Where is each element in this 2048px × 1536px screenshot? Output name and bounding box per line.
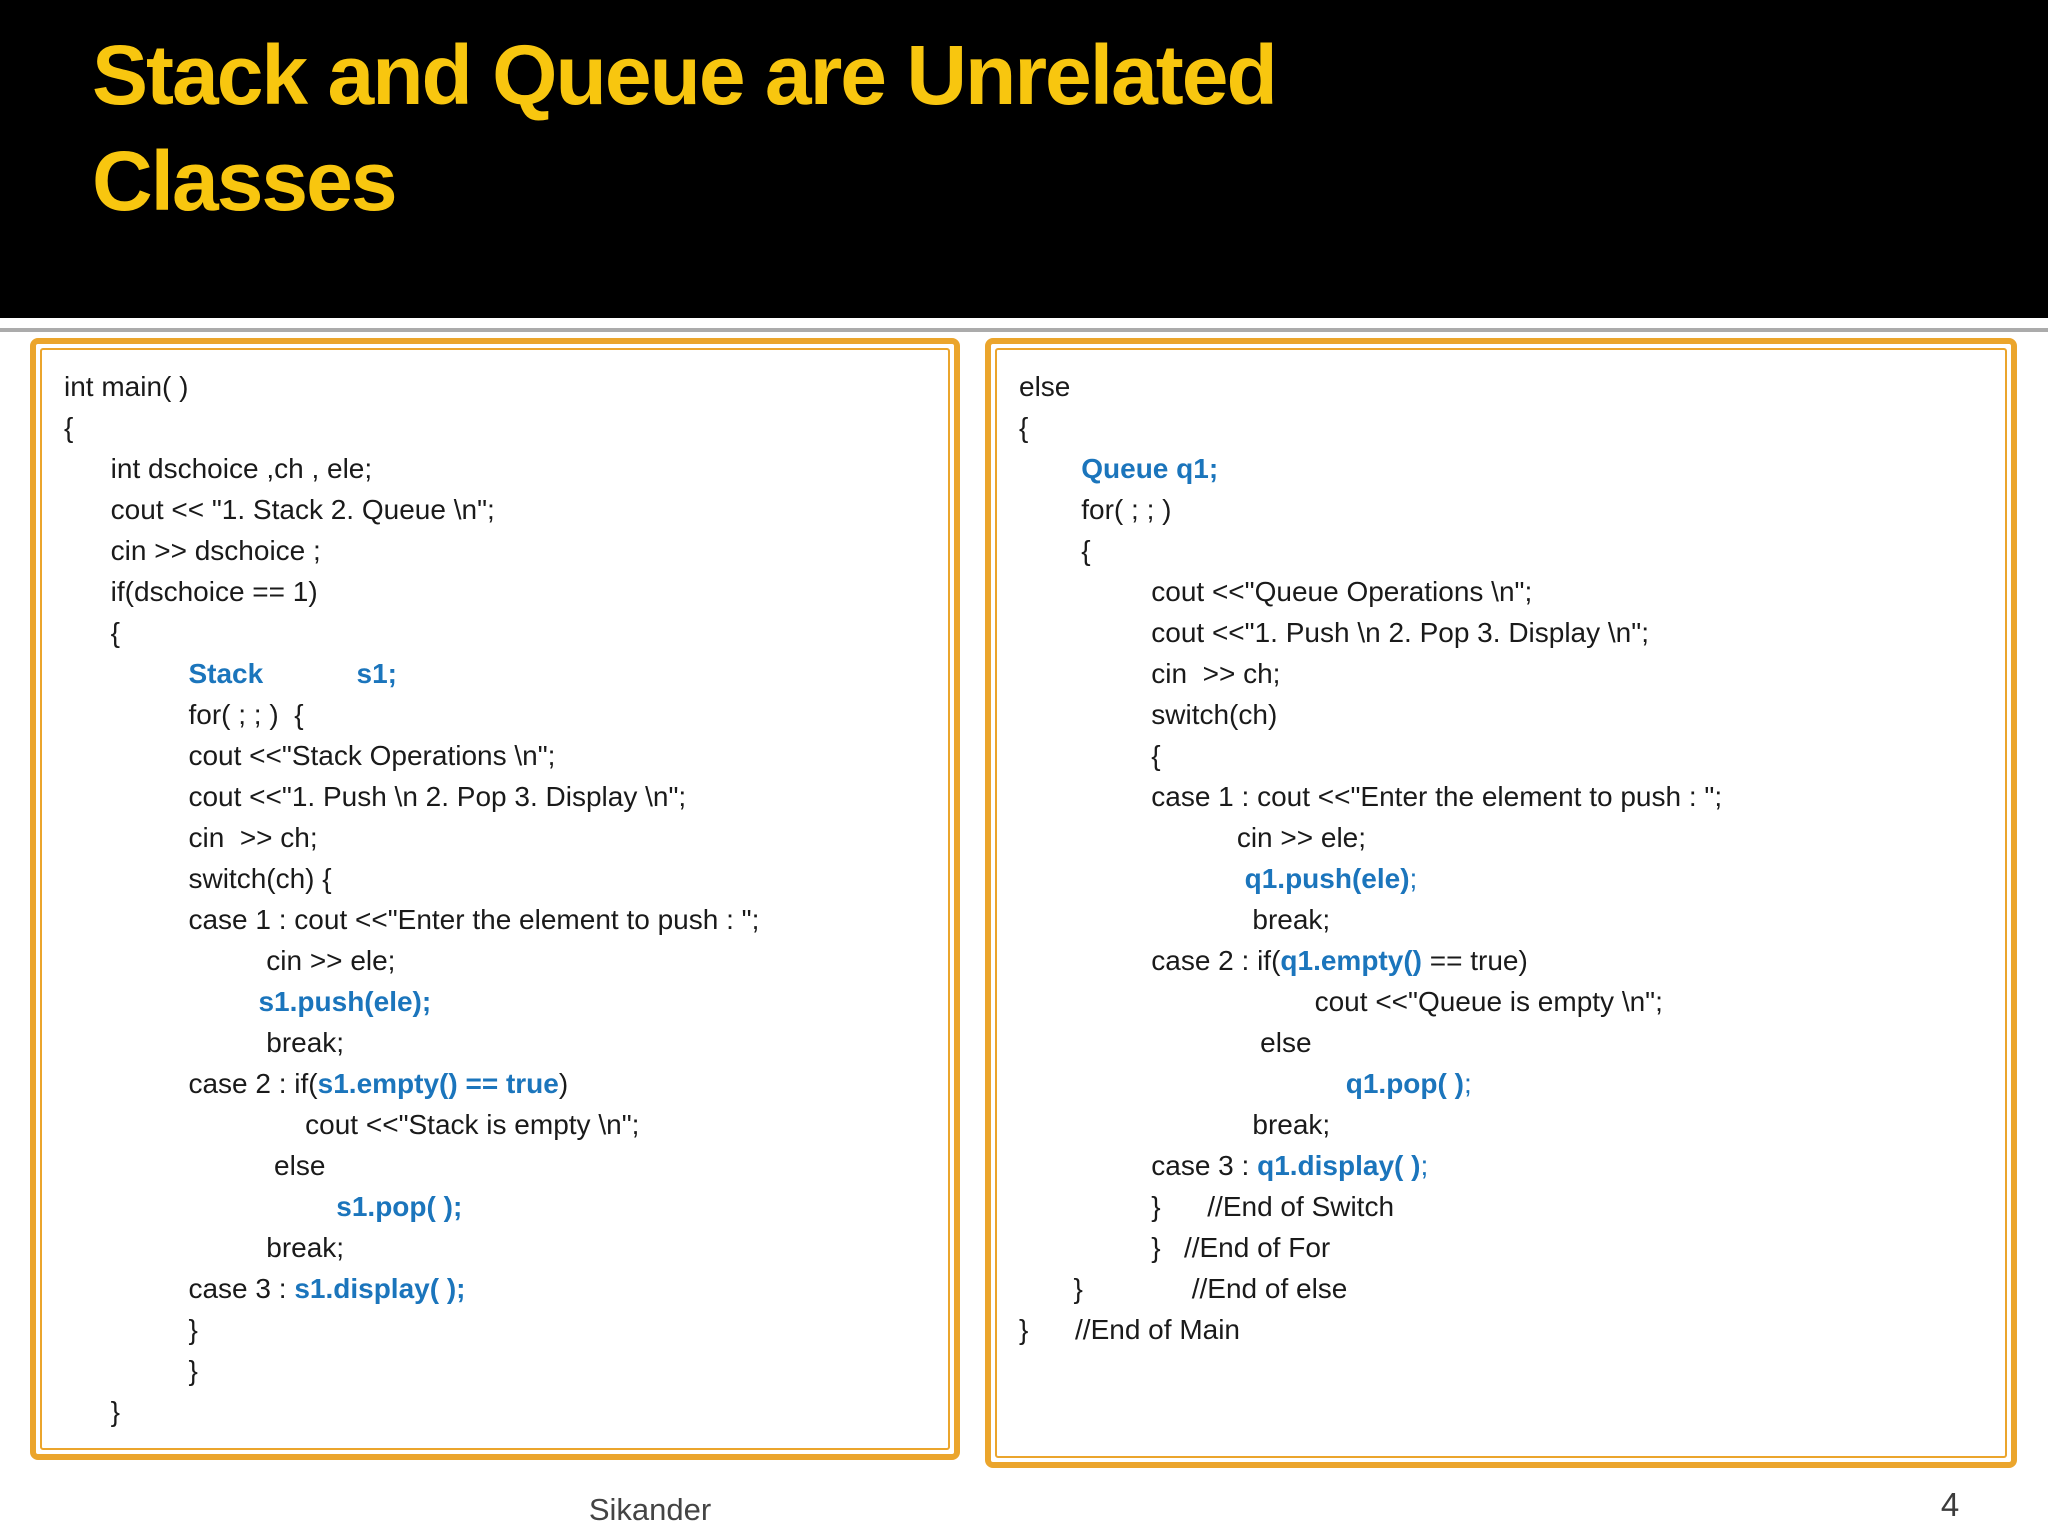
- code-line: cin >> ch;: [64, 822, 318, 853]
- code-line: break;: [1019, 1109, 1331, 1140]
- code-line: else: [1019, 1027, 1312, 1058]
- code-line: case 1 : cout <<"Enter the element to pu…: [64, 904, 760, 935]
- code-line: {: [1019, 412, 1029, 443]
- code-line: }: [64, 1355, 198, 1386]
- code-line: } //End of Switch: [1019, 1191, 1395, 1222]
- code-line: cout <<"Stack Operations \n";: [64, 740, 556, 771]
- code-box-queue: else { Queue q1; for( ; ; ) { cout <<"Que…: [985, 338, 2017, 1468]
- code-line: {: [64, 412, 74, 443]
- code-queue-else: else { Queue q1; for( ; ; ) { cout <<"Que…: [1019, 366, 1999, 1350]
- page-number: 4: [1940, 1486, 1960, 1523]
- code-line: break;: [64, 1232, 345, 1263]
- code-line: switch(ch) {: [64, 863, 332, 894]
- code-line: s1.pop( );: [336, 1191, 463, 1222]
- code-line: cin >> ele;: [64, 945, 396, 976]
- code-line: Stack s1;: [188, 658, 398, 689]
- title-bar: Stack and Queue are Unrelated Classes: [0, 0, 2048, 318]
- code-line: cout <<"Queue Operations \n";: [1019, 576, 1533, 607]
- slide-title: Stack and Queue are Unrelated Classes: [92, 28, 1278, 228]
- code-line: int dschoice ,ch , ele;: [64, 453, 373, 484]
- code-line: cin >> dschoice ;: [64, 535, 321, 566]
- code-line: q1.pop( );: [1345, 1068, 1472, 1099]
- code-box-stack: int main( ) { int dschoice ,ch , ele; cou…: [30, 338, 960, 1460]
- code-line: case 1 : cout <<"Enter the element to pu…: [1019, 781, 1723, 812]
- code-line: break;: [1019, 904, 1331, 935]
- code-line: else: [64, 1150, 326, 1181]
- code-line: break;: [64, 1027, 345, 1058]
- footer-author: Sikander: [588, 1492, 712, 1527]
- code-line: {: [1019, 740, 1161, 771]
- code-line: } //End of else: [1019, 1273, 1348, 1304]
- code-line: cout << "1. Stack 2. Queue \n";: [64, 494, 495, 525]
- code-line: else: [1019, 371, 1071, 402]
- code-line: s1.push(ele);: [258, 986, 432, 1017]
- code-line: cout <<"Queue is empty \n";: [1019, 986, 1663, 1017]
- code-line: case 2 : if(q1.empty() == true): [1019, 945, 1528, 976]
- code-line: {: [1019, 535, 1091, 566]
- code-line: } //End of Main: [1019, 1314, 1241, 1345]
- code-line: int main( ): [64, 371, 189, 402]
- code-line: for( ; ; ) {: [64, 699, 304, 730]
- code-line: cin >> ele;: [1019, 822, 1367, 853]
- code-line: }: [64, 1314, 198, 1345]
- code-line: Queue q1;: [1081, 453, 1219, 484]
- code-line: case 3 : s1.display( );: [64, 1273, 466, 1304]
- code-line: for( ; ; ): [1019, 494, 1172, 525]
- code-box-queue-inner: else { Queue q1; for( ; ; ) { cout <<"Que…: [995, 348, 2007, 1458]
- code-stack-main: int main( ) { int dschoice ,ch , ele; cou…: [64, 366, 942, 1432]
- code-line: case 2 : if(s1.empty() == true): [64, 1068, 569, 1099]
- code-line: cout <<"Stack is empty \n";: [64, 1109, 640, 1140]
- code-line: if(dschoice == 1): [64, 576, 318, 607]
- code-line: cout <<"1. Push \n 2. Pop 3. Display \n"…: [1019, 617, 1649, 648]
- code-box-stack-inner: int main( ) { int dschoice ,ch , ele; cou…: [40, 348, 950, 1450]
- code-line: cout <<"1. Push \n 2. Pop 3. Display \n"…: [64, 781, 687, 812]
- title-divider: [0, 328, 2048, 332]
- code-line: {: [64, 617, 121, 648]
- code-line: } //End of For: [1019, 1232, 1331, 1263]
- code-line: cin >> ch;: [1019, 658, 1281, 689]
- code-line: case 3 : q1.display( );: [1019, 1150, 1429, 1181]
- code-line: q1.push(ele);: [1244, 863, 1418, 894]
- code-line: switch(ch): [1019, 699, 1278, 730]
- code-line: }: [64, 1396, 121, 1427]
